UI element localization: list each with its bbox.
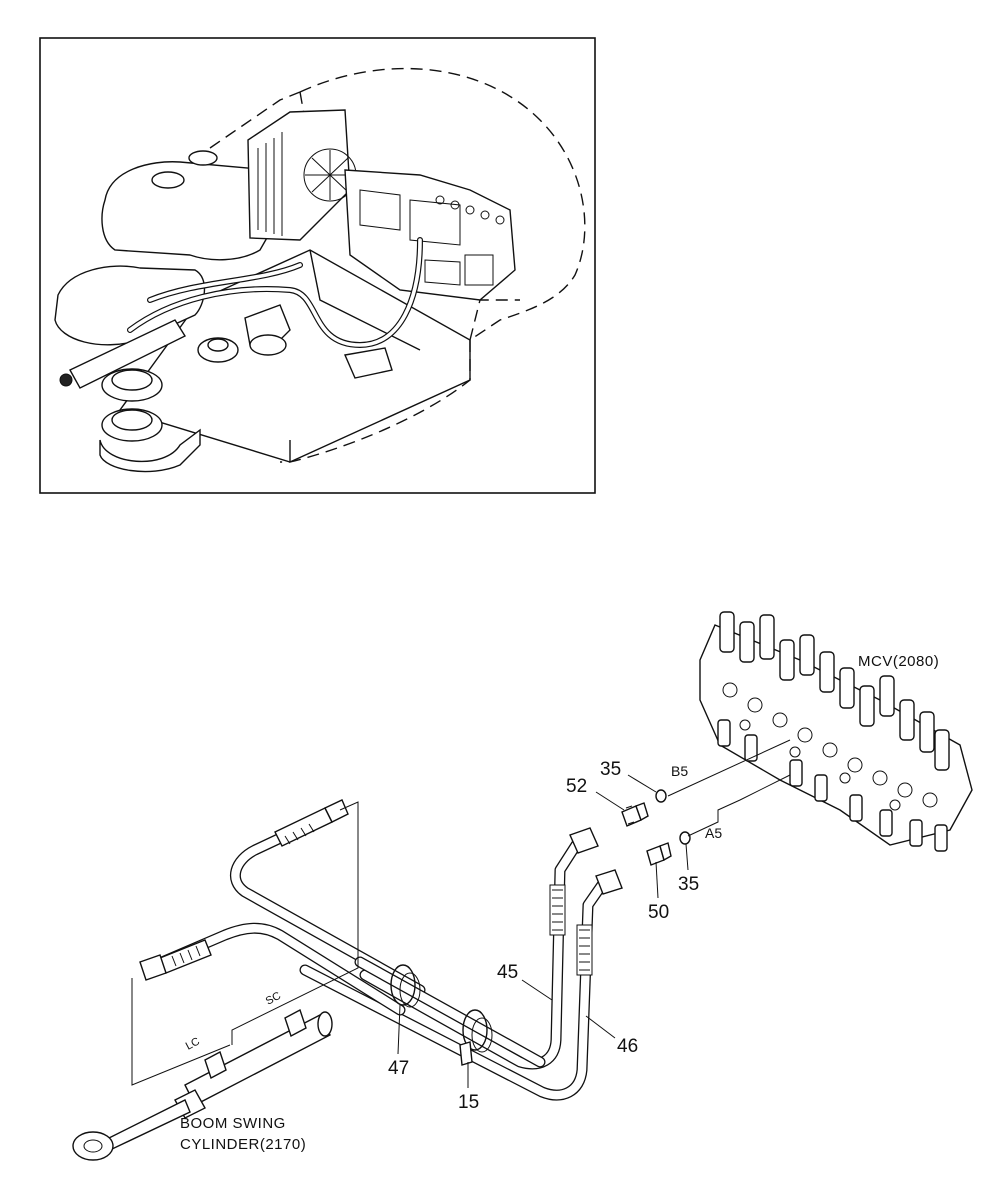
callout-35-bottom: 35 xyxy=(678,874,699,895)
callout-35-top: 35 xyxy=(600,759,621,780)
hose-46 xyxy=(299,869,623,1101)
mcv-leaders xyxy=(667,739,791,837)
inset-cylinder xyxy=(69,319,187,389)
label-port-lc: LC xyxy=(184,1035,202,1052)
mcv-valve xyxy=(699,611,973,852)
callout-47: 47 xyxy=(388,1058,409,1079)
o-ring-35-top xyxy=(655,789,667,803)
port-leader-frame xyxy=(131,801,359,1086)
callout-52: 52 xyxy=(566,776,587,797)
label-cylinder-line1: BOOM SWING xyxy=(180,1115,286,1132)
boom-swing-cylinder xyxy=(72,1008,333,1161)
label-mcv: MCV(2080) xyxy=(858,653,939,670)
inset-swing-bracket xyxy=(99,368,201,473)
adapter-50 xyxy=(646,842,672,866)
callout-15: 15 xyxy=(458,1092,479,1113)
o-ring-35-bottom xyxy=(679,831,691,845)
label-cylinder-line2: CYLINDER(2170) xyxy=(180,1136,306,1153)
callout-46: 46 xyxy=(617,1036,638,1057)
label-port-sc: SC xyxy=(264,990,283,1008)
label-port-b5: B5 xyxy=(671,763,688,779)
inset-body-outline xyxy=(299,67,586,341)
adapter-52 xyxy=(621,802,649,827)
overview-inset xyxy=(39,37,596,494)
pipe-sc xyxy=(230,799,426,996)
hose-45 xyxy=(359,827,599,1070)
mcv-lower-caps xyxy=(717,719,948,852)
mcv-spools xyxy=(719,611,950,771)
clamp-15 xyxy=(459,1009,493,1066)
callout-50: 50 xyxy=(648,902,669,923)
pipe-bundle xyxy=(354,956,546,1068)
mcv-ports xyxy=(722,682,938,811)
inset-engine xyxy=(344,169,516,301)
callout-45: 45 xyxy=(497,962,518,983)
label-port-a5: A5 xyxy=(705,825,722,841)
inset-deck-components xyxy=(197,304,393,379)
clamp-47 xyxy=(390,964,421,1008)
pipe-lc xyxy=(139,922,406,1016)
